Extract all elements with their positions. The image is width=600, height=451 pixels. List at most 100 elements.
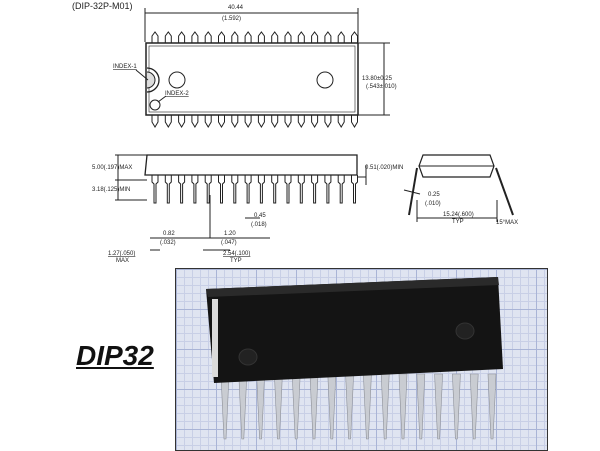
pin-side [297, 175, 305, 204]
pin-top [244, 31, 252, 43]
pin-bottom [257, 115, 265, 128]
pin-top [257, 31, 265, 43]
pin-top [284, 31, 292, 43]
side-view [115, 154, 367, 251]
pin-bottom [204, 115, 212, 128]
chip-pin [238, 373, 248, 440]
pin-top [191, 31, 199, 43]
product-photo [175, 268, 548, 451]
chip-photo [206, 277, 503, 440]
chip-pin [452, 373, 461, 440]
lead-width-dim: 0.45 [254, 213, 266, 219]
chip-pin [398, 373, 408, 440]
pin-side [337, 175, 345, 204]
pin-bottom [351, 115, 358, 128]
chip-pin [434, 373, 443, 440]
pitch-dim: 2.54(.100) [223, 251, 250, 257]
shoulder-b-dim-inch: (.047) [221, 240, 237, 246]
pin-bottom [337, 115, 345, 128]
chip-pin [327, 373, 337, 440]
pin-bottom [284, 115, 292, 128]
chip-body [206, 277, 503, 383]
chip-pin [416, 373, 426, 440]
shoulder-a-dim: 0.82 [163, 231, 175, 237]
length-dim-inch: (1.592) [222, 16, 241, 22]
width-dim-inch: (.543±.010) [366, 84, 397, 90]
pin-side [324, 175, 332, 204]
lead-thickness-dim-inch: (.010) [425, 201, 441, 207]
pin-bottom [311, 115, 319, 128]
pin-top [271, 31, 279, 43]
chip-pin [487, 373, 497, 440]
chip-pin [363, 373, 372, 440]
pin1-stripe [212, 299, 218, 377]
pin-side [218, 175, 225, 204]
pin-side [244, 175, 252, 204]
product-label: DIP32 [76, 340, 154, 371]
ejector-mark-right [316, 71, 334, 89]
ejector-mark-left [168, 71, 186, 89]
shoulder-b-dim: 1.20 [224, 231, 236, 237]
pin-top [204, 31, 212, 43]
pin-top [178, 31, 186, 43]
top-view [135, 8, 390, 128]
width-dim: 13.80±0.25 [362, 76, 393, 82]
row-spacing-dim: 15.24(.600) [443, 212, 474, 218]
chip-pin [291, 373, 301, 440]
pin-top [164, 31, 172, 43]
pin-bottom [324, 115, 332, 128]
pin-bottom [218, 115, 225, 128]
lead-width-dim-inch: (.018) [251, 222, 267, 228]
pin-bottom [244, 115, 252, 128]
chip-pin [309, 373, 319, 440]
pitch-note: TYP [230, 258, 242, 264]
lead-min-dim: 3.18(.125)MIN [92, 187, 130, 193]
shoulder-a-dim-inch: (.032) [160, 240, 176, 246]
pin-bottom [151, 115, 159, 128]
end-max-note: MAX [116, 258, 129, 264]
chip-pin [469, 373, 479, 440]
pin-bottom [164, 115, 172, 128]
pin-bottom [271, 115, 279, 128]
pin-top [311, 31, 319, 43]
pin-side [351, 175, 358, 204]
lead-thickness-dim: 0.25 [428, 192, 440, 198]
pin-side [231, 175, 239, 204]
pin-bottom [297, 115, 305, 128]
chip-pin [380, 373, 390, 440]
index-2-mark [149, 99, 161, 111]
package-code: (DIP-32P-M01) [72, 1, 133, 11]
pin-side [284, 175, 292, 204]
chip-pin [256, 373, 265, 440]
pin-top [297, 31, 305, 43]
end-view [403, 154, 514, 222]
angle-dim: 15°MAX [496, 220, 518, 226]
pin-side [311, 175, 319, 204]
pin-top [151, 31, 159, 43]
chip-pin [345, 373, 354, 440]
end-max-dim: 1.27(.050) [108, 251, 135, 257]
pin-top [351, 31, 358, 43]
pin-bottom [178, 115, 186, 128]
pin-top [231, 31, 239, 43]
pin-top [324, 31, 332, 43]
pin-top [218, 31, 225, 43]
row-spacing-note: TYP [452, 219, 464, 225]
pin-top [337, 31, 345, 43]
pin-side [204, 175, 212, 204]
pin-side [191, 175, 199, 204]
pin-side [164, 175, 172, 204]
chip-pin [220, 373, 230, 440]
pin-bottom [231, 115, 239, 128]
height-max-dim: 5.00(.197)MAX [92, 165, 132, 171]
pin-bottom [191, 115, 199, 128]
chip-pin [274, 373, 283, 440]
pin-side [271, 175, 279, 204]
index-1-label: INDEX-1 [113, 64, 137, 70]
pin-side [151, 175, 159, 204]
standoff-dim: 0.51(.020)MIN [365, 165, 403, 171]
pin-side [178, 175, 186, 204]
pin-side [257, 175, 265, 204]
package-drawing: (DIP-32P-M01) 40.44 (1.592) 13.80±0.25 (… [72, 1, 518, 264]
